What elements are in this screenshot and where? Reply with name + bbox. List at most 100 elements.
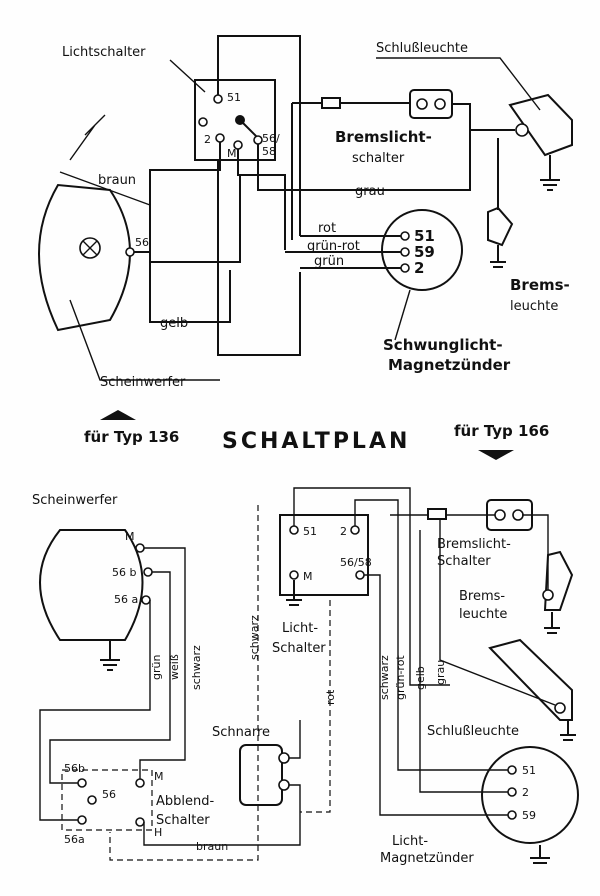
bottom-bremsleuchte-label-1: Brems-: [459, 589, 505, 604]
top-scheinwerfer-pointer: [69, 299, 220, 381]
top-switch-term-51: [213, 94, 223, 104]
top-switch-term-left: [198, 117, 208, 127]
bottom-ls-term-m: [289, 570, 299, 580]
bottom-wire-schwarz: [139, 547, 186, 779]
arrow-up-icon: [100, 410, 136, 420]
bottom-bremslicht-label-2: Schalter: [437, 554, 491, 569]
bottom-braun-label: braun: [196, 840, 228, 853]
bottom-sw-ground-icon: [100, 640, 120, 671]
bottom-mz-label-51: 51: [522, 764, 536, 777]
bottom-wire-5658: [364, 574, 508, 816]
bottom-ls-label-2: 2: [340, 525, 347, 538]
bottom-ab-term-m: [135, 778, 145, 788]
bottom-ab-term-56b: [77, 778, 87, 788]
bottom-diagram: Scheinwerfer M 56 b 56 a 51 2 M 56/58 Li…: [32, 487, 579, 866]
bottom-ab-label-h: H: [154, 826, 162, 839]
bottom-sw-term-m: [135, 543, 145, 553]
bottom-ab-label-m: M: [154, 770, 164, 783]
bottom-bremsleuchte-label-2: leuchte: [459, 607, 507, 622]
bottom-wire-gelb: [419, 530, 508, 793]
bottom-schlussleuchte-label: Schlußleuchte: [427, 724, 519, 739]
top-switch-label-2: 2: [204, 133, 211, 146]
top-lichtschalter-box: [194, 79, 276, 161]
top-scheinwerfer-body: [38, 183, 131, 332]
bottom-mz-term-51: [507, 765, 517, 775]
top-bremslicht-term-b: [434, 98, 446, 110]
bottom-mz-label-59: 59: [522, 809, 536, 822]
typ-166-label: für Typ 166: [454, 422, 549, 440]
top-mz-label-1: Schwunglicht-: [383, 336, 503, 354]
bottom-lichtschalter-label-1: Licht-: [282, 621, 318, 636]
top-switch-lever: [239, 119, 259, 139]
top-braun-label: braun: [98, 173, 136, 188]
bottom-ab-label-56b: 56b: [64, 762, 85, 775]
bottom-lichtschalter-box: [279, 514, 369, 596]
top-mz-label-59: 59: [414, 243, 435, 261]
bottom-mz-term-2: [507, 787, 517, 797]
bottom-bremsleuchte-body: [543, 550, 574, 611]
top-schlussleuchte-ground-icon: [540, 155, 560, 191]
top-switch-label-58: 58: [262, 145, 276, 158]
bottom-schnarre-term-a: [278, 752, 290, 764]
bottom-magnet-label-2: Magnetzünder: [380, 851, 474, 866]
top-bremslicht-label-2: schalter: [352, 151, 405, 166]
top-switch-label-m: M: [227, 147, 237, 160]
top-switch-label-56: 56/: [262, 132, 280, 145]
bottom-ab-label-56: 56: [102, 788, 116, 801]
top-gelb-label: gelb: [160, 316, 188, 331]
top-mz-label-2-text: Magnetzünder: [388, 356, 511, 374]
top-wire-grau: [257, 103, 471, 191]
bottom-ab-term-56a: [77, 815, 87, 825]
top-schlussleuchte-pointer: [376, 57, 541, 111]
top-mz-pointer: [394, 289, 411, 341]
bottom-schnarre-body: [239, 744, 283, 806]
typ-136-label: für Typ 136: [84, 428, 179, 446]
bottom-ls-label-51: 51: [303, 525, 317, 538]
top-wire-gruen-loop: [217, 160, 301, 356]
top-wire-51-rot: [217, 35, 301, 236]
bottom-schwarz-v-label: schwarz: [248, 615, 261, 660]
bottom-bremsleuchte-ground-icon: [544, 612, 560, 634]
bottom-mz-term-59: [507, 810, 517, 820]
bottom-ls-term-2: [350, 525, 360, 535]
bottom-gelb-v-label: gelb: [414, 666, 427, 690]
top-braun-stroke: [59, 171, 151, 206]
top-bremsleuchte-label-2: leuchte: [510, 299, 558, 314]
bottom-wire-weiss: [49, 571, 171, 784]
top-mz-label-51: 51: [414, 227, 435, 245]
bottom-abblend-label-1: Abblend-: [156, 794, 214, 809]
top-switch-label-51: 51: [227, 91, 241, 104]
top-bremslicht-label-1: Bremslicht-: [335, 128, 432, 146]
top-schlussleuchte-label: Schlußleuchte: [376, 41, 468, 56]
top-scheinwerfer-bulb-cross: [82, 240, 98, 256]
bottom-schwarz2-v-label: schwarz: [378, 655, 391, 700]
bottom-weiss-v-label: weiß: [168, 654, 181, 680]
top-mz-label-2: 2: [414, 259, 424, 277]
bottom-sw-term-56b: [143, 567, 153, 577]
bottom-ls-term-5658: [355, 570, 365, 580]
top-bremsleuchte-body: [487, 206, 514, 247]
bottom-schnarre-term-b: [278, 779, 290, 791]
bottom-bremslicht-term-b: [512, 509, 524, 521]
bottom-schlussleuchte-ground-icon: [560, 720, 576, 741]
top-connector: [321, 97, 341, 109]
bottom-wire-grau: [439, 520, 556, 706]
bottom-scheinwerfer-label: Scheinwerfer: [32, 493, 118, 508]
top-grau-label: grau: [355, 184, 385, 199]
bottom-wire-2: [354, 499, 508, 771]
top-wire-gelb: [149, 262, 231, 323]
top-mz-term-2: [400, 263, 410, 273]
top-diagram: Lichtschalter 51 2 M 56/ 58 Schlußleucht…: [38, 35, 573, 390]
top-gruenrot-label: grün-rot: [307, 239, 360, 254]
bottom-bremslicht-label-1: Bremslicht-: [437, 537, 511, 552]
bottom-magnetzuender-body: [481, 746, 579, 844]
top-scheinwerfer-term-56: [125, 247, 135, 257]
bottom-bremslicht-term-a: [494, 509, 506, 521]
bottom-wire-rot-dashed: [300, 600, 331, 813]
arrow-down-icon: [478, 450, 514, 460]
bottom-magnet-label-1: Licht-: [392, 834, 428, 849]
bottom-sw-term-56a: [141, 595, 151, 605]
bottom-wire-schnarre: [289, 720, 301, 759]
